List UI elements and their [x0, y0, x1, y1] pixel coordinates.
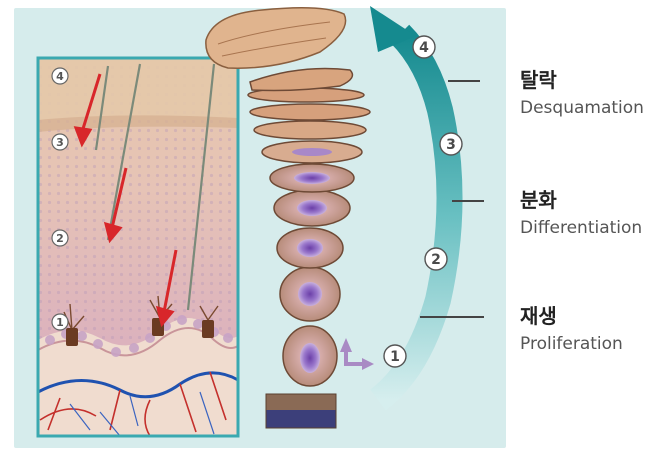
leader-desquamation [448, 80, 480, 82]
cycle-marker-1: 1 [390, 349, 400, 365]
skin-cross-section-inset [38, 58, 238, 436]
stage-korean: 탈락 [520, 68, 644, 92]
stage-english: Proliferation [520, 332, 623, 356]
stage-label-proliferation: 재생 Proliferation [520, 304, 623, 356]
inset-marker-1: 1 [56, 316, 64, 329]
stage-korean: 분화 [520, 188, 642, 212]
cycle-marker-3: 3 [446, 137, 456, 153]
stage-korean: 재생 [520, 304, 623, 328]
inset-marker-3: 3 [56, 136, 64, 149]
cycle-marker-2: 2 [431, 252, 441, 268]
stage-english: Desquamation [520, 96, 644, 120]
inset-marker-2: 2 [56, 232, 64, 245]
leader-proliferation [420, 316, 484, 318]
cycle-marker-4: 4 [419, 40, 429, 56]
stage-label-desquamation: 탈락 Desquamation [520, 68, 644, 120]
leader-differentiation [452, 200, 484, 202]
stage-label-differentiation: 분화 Differentiation [520, 188, 642, 240]
inset-marker-4: 4 [56, 70, 64, 83]
stage-english: Differentiation [520, 216, 642, 240]
